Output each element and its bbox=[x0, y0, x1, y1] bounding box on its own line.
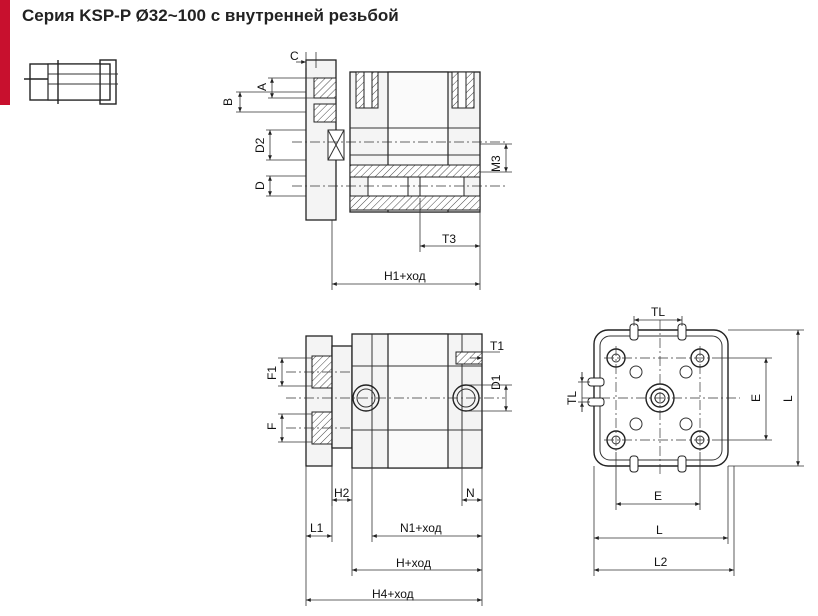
dim-label-a: A bbox=[255, 83, 269, 91]
dim-label-f1: F1 bbox=[265, 366, 279, 380]
dim-label-l-side: L bbox=[781, 395, 795, 402]
dim-label-f: F bbox=[265, 423, 279, 430]
dim-label-n: N bbox=[466, 486, 475, 500]
dim-label-h: H+ход bbox=[396, 556, 431, 570]
dim-label-c: C bbox=[290, 49, 299, 63]
dim-label-tl-top: TL bbox=[651, 305, 665, 319]
dim-label-n1: N1+ход bbox=[400, 521, 442, 535]
dim-label-d1: D1 bbox=[489, 374, 503, 390]
dim-label-tl-side: TL bbox=[565, 391, 579, 405]
dim-label-m3: M3 bbox=[489, 155, 503, 172]
dim-label-h1: H1+ход bbox=[384, 269, 426, 283]
dim-label-h4: H4+ход bbox=[372, 587, 414, 601]
front-elevation-view bbox=[286, 333, 505, 469]
top-view-dimensions: C A B D2 D M3 T3 H1+ход bbox=[221, 49, 512, 290]
dim-label-b: B bbox=[221, 98, 235, 106]
dim-label-l2: L2 bbox=[654, 555, 668, 569]
dim-label-d: D bbox=[253, 181, 267, 190]
cylinder-schematic-icon bbox=[24, 59, 118, 105]
side-section-view bbox=[292, 59, 505, 221]
dim-label-d2: D2 bbox=[253, 137, 267, 153]
end-view bbox=[582, 320, 740, 476]
front-view-dimensions: T1 D1 F1 F H2 N L1 N1+ход bbox=[265, 339, 512, 606]
dim-label-l-bottom: L bbox=[656, 523, 663, 537]
accent-bar bbox=[0, 0, 10, 105]
dim-label-t3: T3 bbox=[442, 232, 456, 246]
page-title: Серия KSP-P Ø32~100 с внутренней резьбой bbox=[22, 6, 399, 25]
dim-label-l1: L1 bbox=[310, 521, 324, 535]
dim-label-h2: H2 bbox=[334, 486, 350, 500]
end-view-dimensions: TL TL E L E L L2 bbox=[565, 305, 804, 576]
dim-label-e-bottom: E bbox=[654, 489, 662, 503]
dim-label-e-side: E bbox=[749, 394, 763, 402]
dim-label-t1: T1 bbox=[490, 339, 504, 353]
